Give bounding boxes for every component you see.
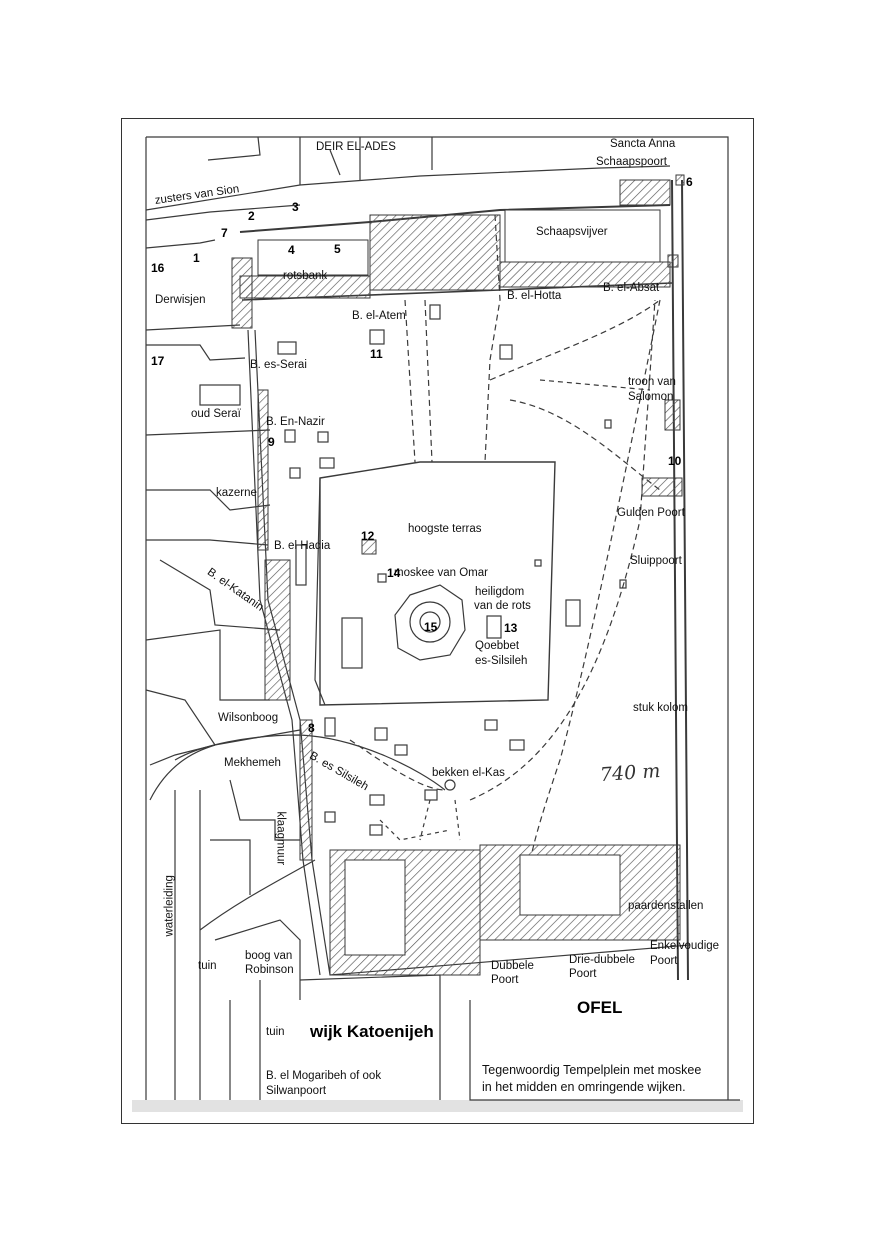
- label-salomon: Salomon: [628, 391, 674, 403]
- marker-14: 14: [387, 566, 401, 580]
- label-paardenstallen: paardenstallen: [628, 900, 704, 912]
- label-troon-van: troon van: [628, 376, 676, 388]
- marker-6: 6: [686, 175, 693, 189]
- label-sancta-anna: Sancta Anna: [610, 138, 676, 150]
- marker-17: 17: [151, 354, 165, 368]
- label-b-el-hadia: B. el Hadia: [274, 540, 331, 552]
- label-robinson: Robinson: [245, 964, 294, 976]
- marker-12: 12: [361, 529, 375, 543]
- label-es-silsileh: es-Silsileh: [475, 655, 528, 667]
- marker-4: 4: [288, 243, 295, 257]
- label-mekhemeh: Mekhemeh: [224, 757, 281, 769]
- label-kazerne: kazerne: [216, 487, 257, 499]
- label-b-el-absat: B. el-Absat: [603, 282, 660, 294]
- caption-line-2: in het midden en omringende wijken.: [482, 1080, 686, 1094]
- label-poort-1: Poort: [491, 974, 519, 986]
- label-bekken-el-kas: bekken el-Kas: [432, 767, 505, 779]
- label-qoebbet: Qoebbet: [475, 640, 520, 652]
- label-b-el-atem: B. el-Atem: [352, 310, 406, 322]
- label-heiligdom: heiligdom: [475, 586, 525, 598]
- label-poort-2: Poort: [569, 968, 597, 980]
- marker-10: 10: [668, 454, 682, 468]
- label-boog-van: boog van: [245, 950, 293, 962]
- label-gulden-poort: Gulden Poort: [617, 507, 685, 519]
- marker-13: 13: [504, 621, 518, 635]
- label-b-en-nazir: B. En-Nazir: [266, 416, 325, 428]
- label-waterleiding: waterleiding: [163, 875, 176, 937]
- label-rotsbank: rotsbank: [283, 270, 328, 282]
- marker-3: 3: [292, 200, 299, 214]
- label-b-el-hotta: B. el-Hotta: [507, 290, 562, 302]
- marker-5: 5: [334, 242, 341, 256]
- label-derwisjen: Derwisjen: [155, 294, 206, 306]
- label-enkelvoudige: Enkelvoudige: [650, 940, 720, 952]
- label-tuin-1: tuin: [198, 960, 217, 972]
- light-buildings: [257, 209, 661, 956]
- label-b-es-serai: B. es-Serai: [250, 359, 307, 371]
- label-hoogste-terras: hoogste terras: [408, 523, 482, 535]
- label-stuk-kolom: stuk kolom: [633, 702, 688, 714]
- label-silwanpoort: Silwanpoort: [266, 1085, 327, 1097]
- marker-11: 11: [370, 347, 383, 361]
- label-dubbele: Dubbele: [491, 960, 534, 972]
- label-ofel: OFEL: [577, 998, 623, 1017]
- label-tuin-2: tuin: [266, 1026, 285, 1038]
- marker-9: 9: [268, 435, 275, 449]
- bottom-strip: [132, 1100, 743, 1112]
- label-klaagmuur: klaagmuur: [274, 811, 287, 866]
- label-sluippoort: Sluippoort: [630, 555, 682, 567]
- caption-line-1: Tegenwoordig Tempelplein met moskee: [482, 1063, 702, 1077]
- label-wilsonboog: Wilsonboog: [218, 712, 279, 724]
- marker-1: 1: [193, 251, 200, 265]
- label-deir-el-ades: DEIR EL-ADES: [316, 141, 396, 153]
- label-schaapspoort: Schaapspoort: [596, 156, 667, 168]
- marker-15: 15: [424, 620, 438, 634]
- label-moskee-van-omar: moskee van Omar: [394, 567, 488, 579]
- label-van-de-rots: van de rots: [474, 600, 531, 612]
- label-drie-dubbele: Drie-dubbele: [569, 954, 635, 966]
- marker-2: 2: [248, 209, 255, 223]
- marker-7: 7: [221, 226, 228, 240]
- label-b-el-mogaribeh: B. el Mogaribeh of ook: [266, 1070, 382, 1082]
- marker-8: 8: [308, 721, 315, 735]
- label-oud-serai: oud Seraï: [191, 408, 241, 420]
- label-poort-3: Poort: [650, 955, 678, 967]
- label-wijk-katoenijeh: wijk Katoenijeh: [310, 1022, 434, 1041]
- label-schaapsvijver: Schaapsvijver: [536, 226, 608, 238]
- scale-note: 740 m: [599, 759, 662, 787]
- marker-16: 16: [151, 261, 165, 275]
